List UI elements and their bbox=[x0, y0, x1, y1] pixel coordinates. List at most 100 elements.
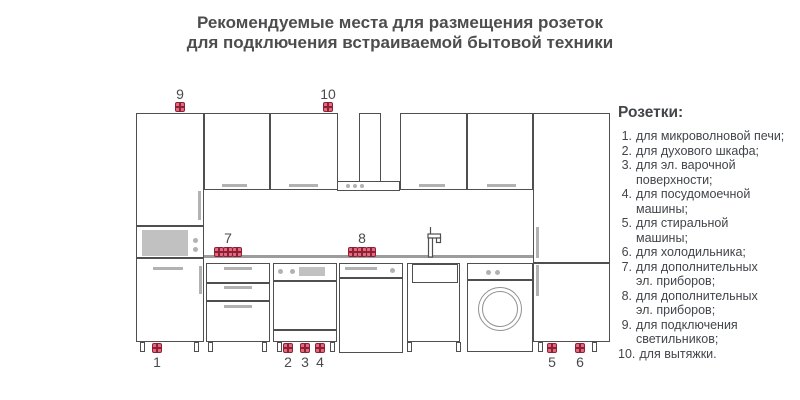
page-title-line2: для подключения встраиваемой бытовой тех… bbox=[186, 33, 614, 52]
cabinet-leg bbox=[277, 342, 282, 352]
socket-8-icon bbox=[366, 247, 376, 257]
legend-item-1: 1.для микроволновой печи; bbox=[618, 129, 794, 144]
legend-item-number: 3. bbox=[621, 158, 632, 172]
sink bbox=[412, 264, 458, 283]
socket-9-icon bbox=[175, 102, 185, 112]
hood-button-dot bbox=[353, 184, 357, 188]
hood-chimney bbox=[359, 113, 381, 182]
page-title-line1: Рекомендуемые места для размещения розет… bbox=[196, 13, 604, 32]
socket-2-icon bbox=[283, 343, 293, 353]
washing-machine-panel-line bbox=[467, 279, 533, 281]
legend-item-number: 4. bbox=[621, 187, 632, 201]
legend-item-9: 9.для подключения светильников; bbox=[618, 318, 794, 347]
drawer-handle bbox=[224, 286, 252, 289]
upper-cabinet-1 bbox=[204, 113, 270, 190]
cabinet-leg bbox=[140, 342, 145, 352]
cabinet-handle bbox=[419, 184, 445, 187]
legend-item-4: 4.для посудомоечной машины; bbox=[618, 187, 794, 216]
oven-knob-dot bbox=[290, 269, 295, 274]
microwave-niche-bottom-line bbox=[136, 257, 204, 259]
cabinet-leg bbox=[208, 342, 213, 352]
legend-item-3: 3. для эл. варочной поверхности; bbox=[618, 158, 794, 187]
dishwasher-button-dot bbox=[390, 268, 395, 273]
oven-door-bottom-line bbox=[273, 329, 337, 331]
legend-item-2: 2. для духового шкафа; bbox=[618, 144, 794, 159]
legend-item-text: для дополнительных эл. приборов; bbox=[636, 288, 758, 318]
socket-7-icon bbox=[232, 247, 242, 257]
legend: Розетки: 1.для микроволновой печи; 2. для… bbox=[618, 104, 794, 361]
cabinet-leg bbox=[262, 342, 267, 352]
legend-item-text: для стиральной машины; bbox=[636, 216, 729, 245]
washing-machine-door-inner bbox=[482, 291, 518, 327]
legend-item-number: 8. bbox=[621, 288, 632, 303]
cabinet-leg bbox=[538, 342, 543, 352]
dishwasher-panel-line bbox=[339, 277, 403, 279]
drawer-split-line bbox=[206, 300, 270, 302]
fridge-handle bbox=[536, 265, 539, 296]
socket-label-3: 3 bbox=[301, 354, 309, 370]
oven-display bbox=[299, 267, 325, 276]
socket-4-icon bbox=[315, 343, 325, 353]
legend-item-8: 8. для дополнительных эл. приборов; bbox=[618, 289, 794, 318]
cabinet-leg bbox=[592, 342, 597, 352]
cabinet-handle bbox=[487, 184, 516, 187]
legend-item-number: 2. bbox=[621, 143, 632, 158]
legend-item-text: для дополнительных эл. приборов; bbox=[636, 259, 758, 289]
legend-item-text: для духового шкафа; bbox=[636, 143, 760, 158]
fridge-door-split-line bbox=[533, 262, 610, 264]
drawer-split-line bbox=[206, 282, 270, 284]
fridge-handle bbox=[536, 227, 539, 258]
legend-heading: Розетки: bbox=[618, 104, 684, 121]
cabinet-handle bbox=[153, 267, 183, 270]
legend-item-number: 10. bbox=[618, 346, 636, 361]
cabinet-leg bbox=[330, 342, 335, 352]
cabinet-handle bbox=[198, 191, 201, 220]
legend-item-5: 5. для стиральной машины; bbox=[618, 216, 794, 245]
hood-body bbox=[337, 181, 400, 191]
socket-label-9: 9 bbox=[176, 86, 184, 102]
oven bbox=[273, 263, 337, 342]
microwave-button-dot bbox=[193, 238, 198, 243]
upper-cabinet-4 bbox=[467, 113, 533, 190]
cabinet-handle bbox=[199, 266, 202, 294]
socket-label-10: 10 bbox=[320, 86, 336, 102]
drawer-handle bbox=[224, 267, 252, 270]
legend-item-10: 10.для вытяжки. bbox=[618, 347, 794, 362]
socket-1-icon bbox=[152, 343, 162, 353]
socket-label-7: 7 bbox=[224, 230, 232, 246]
socket-label-6: 6 bbox=[576, 354, 584, 370]
washing-machine-knob-dot bbox=[486, 270, 491, 275]
socket-5-icon bbox=[547, 343, 557, 353]
socket-label-1: 1 bbox=[153, 354, 161, 370]
dishwasher-handle bbox=[345, 267, 377, 270]
legend-item-number: 5. bbox=[621, 216, 632, 230]
legend-item-text: для микроволновой печи; bbox=[636, 129, 785, 143]
cabinet-handle bbox=[289, 184, 318, 187]
socket-label-2: 2 bbox=[284, 354, 292, 370]
cabinet-handle bbox=[222, 184, 247, 187]
drawer-handle bbox=[224, 305, 252, 308]
washing-machine-knob-dot bbox=[495, 270, 500, 275]
drawer-unit bbox=[206, 263, 270, 342]
legend-item-text: для подключения светильников; bbox=[636, 317, 738, 347]
faucet-icon bbox=[427, 227, 442, 258]
microwave bbox=[142, 230, 188, 256]
legend-item-text: для холодильника; bbox=[636, 245, 746, 259]
socket-6-icon bbox=[575, 343, 585, 353]
socket-label-4: 4 bbox=[316, 354, 324, 370]
legend-item-7: 7.для дополнительных эл. приборов; bbox=[618, 260, 794, 289]
socket-3-icon bbox=[300, 343, 310, 353]
tall-cabinet-left bbox=[136, 113, 204, 342]
cabinet-leg bbox=[456, 342, 461, 352]
legend-item-number: 6. bbox=[621, 245, 632, 259]
microwave-button-dot bbox=[193, 247, 198, 252]
oven-knob-dot bbox=[278, 269, 283, 274]
fridge-cabinet bbox=[533, 113, 610, 342]
hood-button-dot bbox=[346, 184, 350, 188]
legend-item-text: для вытяжки. bbox=[639, 346, 717, 361]
page-title: Рекомендуемые места для размещения розет… bbox=[0, 13, 800, 53]
legend-item-text: для эл. варочной поверхности; bbox=[636, 158, 736, 187]
socket-label-8: 8 bbox=[358, 230, 366, 246]
socket-label-5: 5 bbox=[548, 354, 556, 370]
